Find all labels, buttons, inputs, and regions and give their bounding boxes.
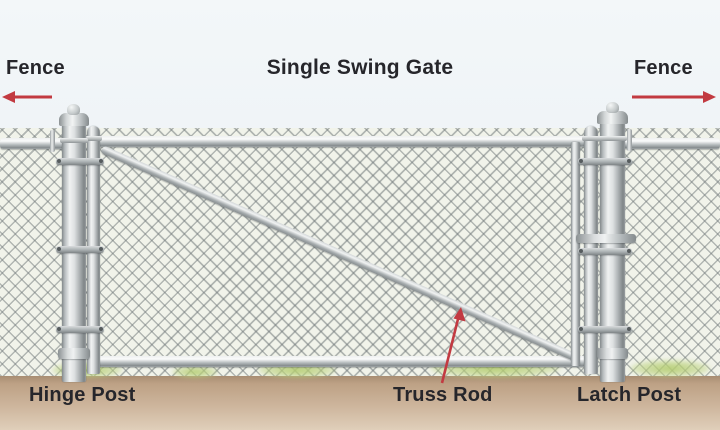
hinge-post-graphic	[59, 104, 89, 382]
post-ring	[598, 136, 627, 141]
gate-top-rail	[96, 136, 586, 147]
bolt-icon	[627, 159, 631, 163]
hinge-band-top	[56, 158, 104, 165]
hinge-band-bottom	[56, 326, 104, 333]
diagram-title: Single Swing Gate	[266, 56, 454, 79]
gate-right-edge-bar	[571, 142, 580, 366]
bolt-icon	[99, 327, 103, 331]
hinge-post-label: Hinge Post	[29, 384, 136, 406]
hinge-post-base-collar	[58, 348, 90, 359]
rail-end-pin-right	[627, 129, 632, 151]
latch-post-finial	[605, 102, 619, 113]
upright-ring	[85, 136, 102, 141]
latch-band-middle	[578, 248, 632, 255]
truss-rod-label: Truss Rod	[393, 384, 493, 406]
rail-end-pin-left	[50, 130, 55, 152]
grass-tuft	[630, 360, 710, 377]
bolt-icon	[57, 159, 61, 163]
post-ring	[60, 138, 88, 143]
bolt-icon	[99, 247, 103, 251]
bolt-icon	[579, 327, 583, 331]
bolt-icon	[579, 159, 583, 163]
hinge-band-middle	[56, 246, 104, 253]
bolt-icon	[99, 159, 103, 163]
latch-post-label: Latch Post	[577, 384, 682, 406]
fence-right-arrow-icon	[632, 91, 716, 103]
fence-top-rail-right	[624, 138, 720, 149]
fence-left-arrow-icon	[2, 91, 52, 103]
bolt-icon	[627, 249, 631, 253]
fence-left-label: Fence	[6, 57, 65, 79]
bolt-icon	[57, 327, 61, 331]
hinge-post-finial	[67, 104, 80, 115]
latch-band-top	[578, 158, 632, 165]
latch-post-cap	[597, 111, 628, 124]
fence-right-label: Fence	[634, 57, 693, 79]
grass-tuft	[172, 366, 218, 378]
ground	[0, 376, 720, 430]
upright-ring	[582, 136, 600, 141]
hinge-post-cap	[59, 113, 89, 126]
bolt-icon	[579, 249, 583, 253]
bolt-icon	[57, 247, 61, 251]
bolt-icon	[627, 327, 631, 331]
gate-latch-bar	[576, 234, 636, 243]
latch-band-bottom	[578, 326, 632, 333]
gate-bottom-rail	[96, 356, 586, 367]
latch-post-base-collar	[597, 348, 628, 359]
fence-top-rail-left	[0, 138, 64, 149]
